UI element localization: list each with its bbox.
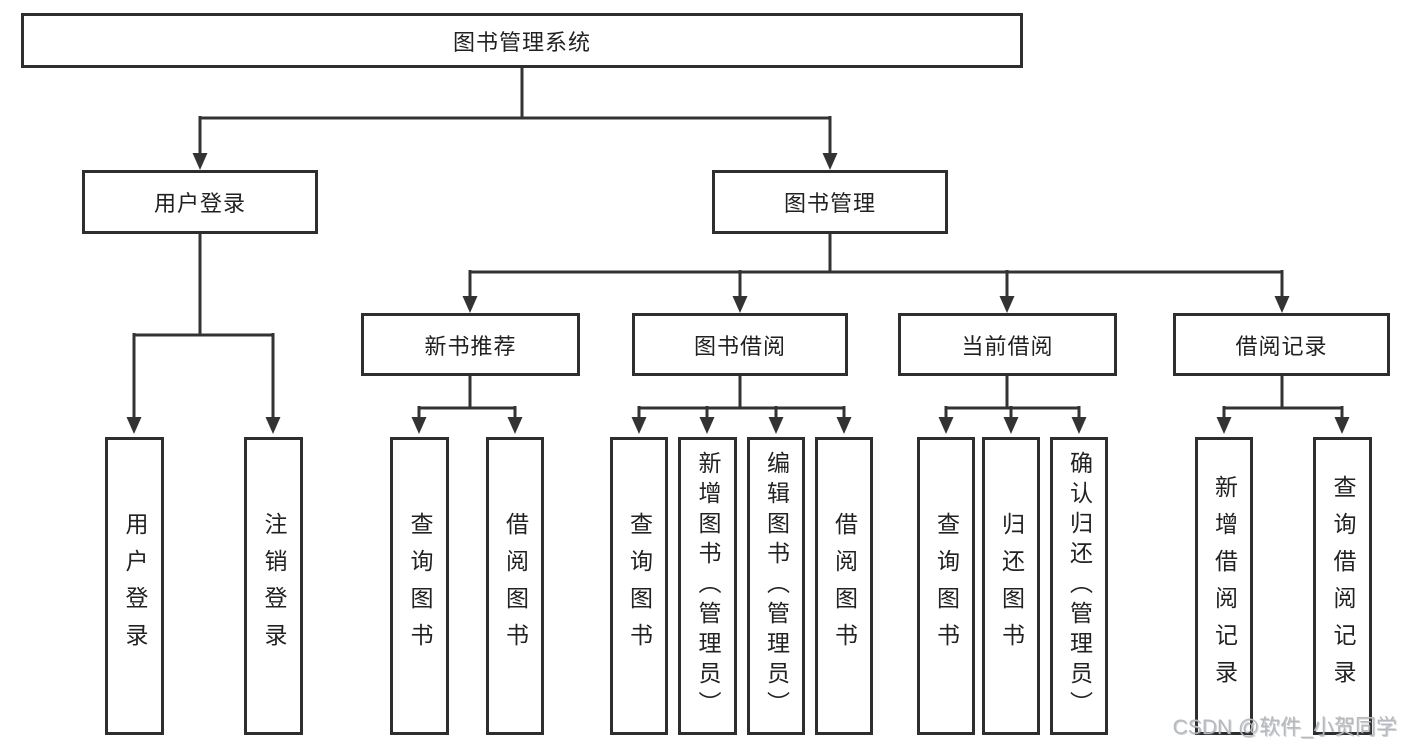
- node-label: 当前借阅: [961, 333, 1054, 359]
- node-label: 查询借阅记录: [1330, 475, 1356, 697]
- leaf-query-books-2: 查询图书: [610, 437, 668, 735]
- leaf-return-books: 归还图书: [982, 437, 1040, 735]
- connector-user-login-children: [126, 234, 281, 434]
- node-label: 编辑图书（管理员）: [763, 451, 790, 721]
- connector-current-borrow-children: [938, 376, 1087, 434]
- leaf-add-borrow-record: 新增借阅记录: [1195, 437, 1253, 735]
- node-new-book-recommend: 新书推荐: [361, 313, 580, 376]
- node-label: 新增图书（管理员）: [695, 451, 721, 721]
- csdn-watermark: CSDN @软件_小贺同学: [1172, 716, 1397, 739]
- node-label: 确认归还（管理员）: [1066, 451, 1093, 721]
- connector-book-borrow-children: [631, 376, 852, 434]
- node-current-borrow: 当前借阅: [898, 313, 1117, 376]
- node-book-management: 图书管理: [712, 170, 948, 234]
- node-label: 用户登录: [122, 512, 148, 660]
- connector-root-to-level2: [192, 68, 838, 170]
- node-label: 查询图书: [626, 512, 653, 660]
- leaf-borrow-books-2: 借阅图书: [815, 437, 873, 735]
- leaf-query-borrow-record: 查询借阅记录: [1313, 437, 1372, 735]
- node-label: 新书推荐: [424, 333, 517, 359]
- node-label: 用户登录: [153, 191, 246, 216]
- node-user-login: 用户登录: [82, 170, 318, 234]
- leaf-edit-books-admin: 编辑图书（管理员）: [747, 437, 805, 735]
- leaf-query-books-3: 查询图书: [917, 437, 975, 735]
- node-label: 图书管理: [783, 191, 876, 216]
- node-label: 查询图书: [933, 512, 960, 660]
- connector-borrow-record-children: [1216, 376, 1350, 434]
- leaf-user-login: 用户登录: [105, 437, 164, 735]
- node-label: 借阅图书: [502, 512, 529, 660]
- node-borrow-record: 借阅记录: [1173, 313, 1390, 376]
- node-label: 查询图书: [407, 512, 433, 660]
- node-label: 新增借阅记录: [1211, 475, 1238, 697]
- connector-book-mgmt-children: [462, 234, 1290, 313]
- node-label: 注销登录: [261, 512, 287, 660]
- leaf-logout: 注销登录: [244, 437, 303, 735]
- node-label: 借阅图书: [831, 512, 858, 660]
- leaf-confirm-return-admin: 确认归还（管理员）: [1050, 437, 1108, 735]
- node-label: 图书借阅: [693, 333, 786, 359]
- leaf-add-books-admin: 新增图书（管理员）: [678, 437, 737, 735]
- leaf-borrow-books-1: 借阅图书: [486, 437, 544, 735]
- node-root: 图书管理系统: [21, 13, 1023, 68]
- connector-new-book-children: [411, 376, 523, 434]
- node-label: 归还图书: [998, 512, 1025, 660]
- node-book-borrow: 图书借阅: [632, 313, 848, 376]
- node-label: 图书管理系统: [452, 29, 591, 55]
- node-label: 借阅记录: [1235, 333, 1328, 359]
- leaf-query-books-1: 查询图书: [390, 437, 449, 735]
